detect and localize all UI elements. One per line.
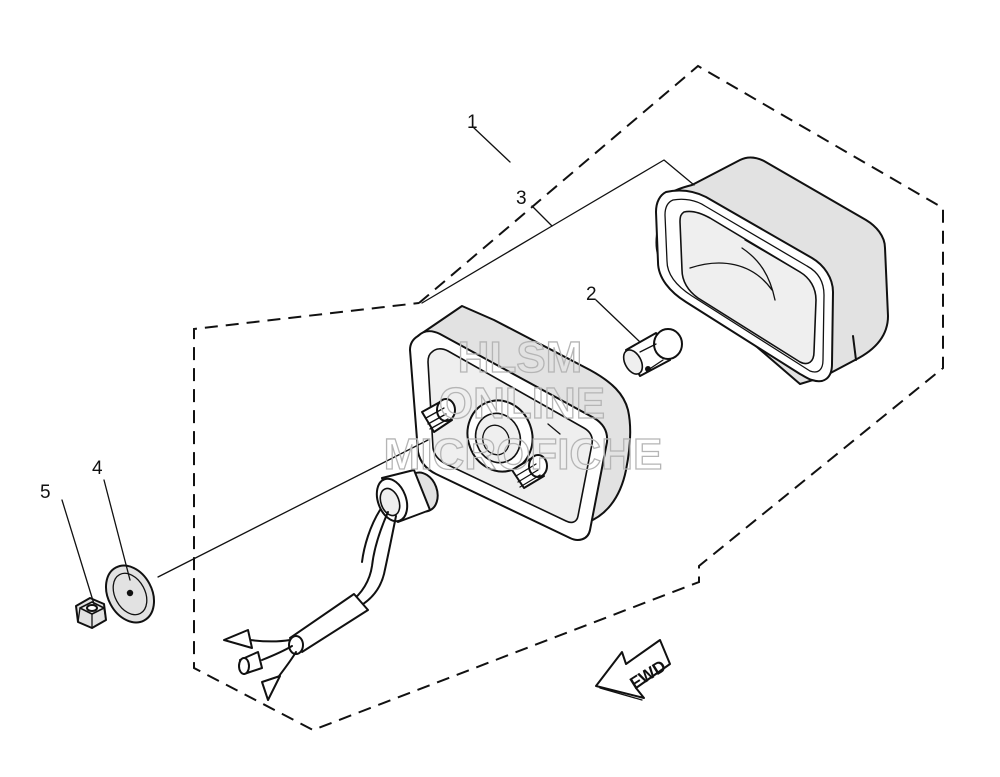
callout-labels: 1 2 3 4 5 bbox=[40, 112, 597, 503]
washer bbox=[105, 564, 155, 624]
fwd-arrow: FWD bbox=[595, 639, 671, 701]
callout-3: 3 bbox=[516, 188, 527, 209]
nut bbox=[75, 597, 107, 629]
assembly-boundary bbox=[193, 64, 944, 732]
callout-4: 4 bbox=[92, 458, 103, 479]
watermark: HLSM ONLINE MICROFICHE bbox=[383, 332, 663, 479]
socket-harness bbox=[223, 469, 439, 701]
tail-lamp-housing bbox=[409, 305, 632, 541]
callout-2: 2 bbox=[586, 284, 597, 305]
watermark-line-3: MICROFICHE bbox=[384, 430, 663, 479]
watermark-line-2: ONLINE bbox=[439, 379, 605, 428]
tail-lamp-lens bbox=[655, 156, 889, 385]
watermark-line-1: HLSM bbox=[458, 333, 583, 382]
callout-1: 1 bbox=[467, 112, 478, 133]
bulb bbox=[622, 328, 683, 377]
leader-lines bbox=[61, 127, 695, 605]
callout-5: 5 bbox=[40, 482, 51, 503]
